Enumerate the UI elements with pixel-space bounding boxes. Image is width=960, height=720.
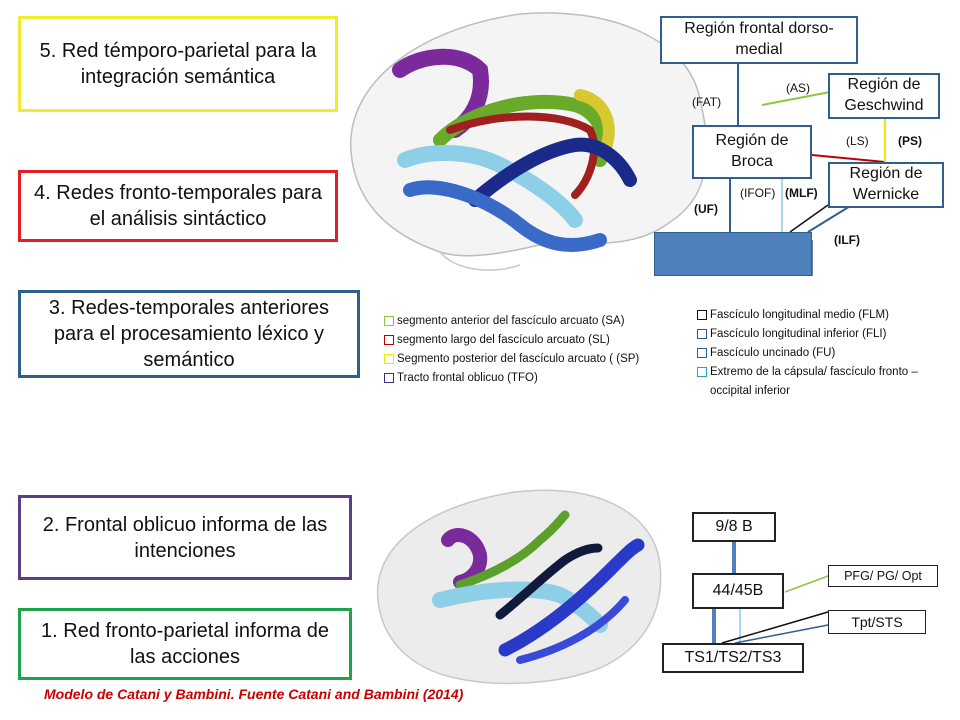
monkey-tract-blue [498,538,645,657]
legend-longitudinal: Fascículo longitudinal medio (FLM) Fascí… [697,306,949,401]
region-wernicke-label: Región de Wernicke [849,165,923,203]
monkey-tract-navy [495,543,603,620]
region-dorsomedial: Región frontal dorso-medial [660,16,858,64]
network-1-label: 1. Red fronto-parietal informa de las ac… [41,620,329,668]
network-4-box: 4. Redes fronto-temporales para el análi… [18,170,338,242]
monkey-box-98b: 9/8 B [692,512,776,542]
region-broca-label: Región de Broca [715,132,789,170]
label-as: (AS) [786,81,810,95]
network-3-box: 3. Redes-temporales anteriores para el p… [18,290,360,378]
network-1-box: 1. Red fronto-parietal informa de las ac… [18,608,352,680]
temporal-block [654,232,812,276]
legend-item: segmento largo del fascículo arcuato (SL… [384,331,694,350]
region-geschwind-label: Región de Geschwind [844,76,924,114]
monkey-4445b-label: 44/45B [712,581,764,599]
monkey-box-4445b: 44/45B [692,573,784,609]
monkey-pfg-label: PFG/ PG/ Opt [844,568,922,583]
monkey-box-ts: TS1/TS2/TS3 [662,643,804,673]
tract-lightblue [397,145,583,228]
legend-item: segmento anterior del fascículo arcuato … [384,312,694,331]
legend-arcuate: segmento anterior del fascículo arcuato … [384,312,694,388]
legend-text: segmento largo del fascículo arcuato (SL… [397,334,610,346]
label-fat: (FAT) [692,95,722,109]
network-2-box: 2. Frontal oblicuo informa de las intenc… [18,495,352,580]
human-connectors [729,64,886,276]
legend-text: segmento anterior del fascículo arcuato … [397,315,625,327]
region-dorsomedial-label: Región frontal dorso-medial [684,20,834,58]
tract-yellow [574,89,615,156]
legend-item: Extremo de la cápsula/ fascículo fronto … [697,363,949,401]
legend-swatch [384,373,394,383]
region-geschwind: Región de Geschwind [828,73,940,119]
legend-swatch [384,354,394,364]
legend-item: Fascículo uncinado (FU) [697,344,949,363]
network-5-label: 5. Red témporo-parietal para la integrac… [39,40,317,88]
region-broca: Región de Broca [692,125,812,179]
monkey-tract-lightblue [432,581,608,633]
monkey-box-pfg: PFG/ PG/ Opt [828,565,938,587]
monkey-box-tpt: Tpt/STS [828,610,926,634]
monkey-tract-green [455,510,570,590]
human-brain-illustration [349,12,708,271]
monkey-98b-label: 9/8 B [715,517,753,535]
label-mlf: (MLF) [785,186,818,200]
network-2-label: 2. Frontal oblicuo informa de las intenc… [42,513,328,562]
legend-item: Segmento posterior del fascículo arcuato… [384,350,694,369]
label-ps: (PS) [898,134,922,148]
region-wernicke: Región de Wernicke [828,162,944,208]
monkey-connectors [712,540,829,644]
legend-swatch [697,310,707,320]
tract-blue [403,180,607,252]
legend-item: Fascículo longitudinal medio (FLM) [697,306,949,325]
legend-item: Tracto frontal oblicuo (TFO) [384,369,694,388]
legend-swatch [697,367,707,377]
legend-swatch [697,329,707,339]
tract-navy [468,137,637,207]
legend-text: Fascículo longitudinal medio (FLM) [710,309,889,321]
legend-swatch [697,348,707,358]
legend-item: Fascículo longitudinal inferior (FLI) [697,325,949,344]
monkey-ts-label: TS1/TS2/TS3 [684,648,782,666]
network-4-label: 4. Redes fronto-temporales para el análi… [34,182,322,230]
legend-text: Segmento posterior del fascículo arcuato… [397,353,640,365]
monkey-tpt-label: Tpt/STS [851,613,903,630]
legend-text: Fascículo uncinado (FU) [710,347,836,359]
label-uf: (UF) [694,202,718,216]
network-5-box: 5. Red témporo-parietal para la integrac… [18,16,338,112]
figure-caption: Modelo de Catani y Bambini. Fuente Catan… [44,686,464,702]
label-ls: (LS) [846,134,869,148]
legend-text: Fascículo longitudinal inferior (FLI) [710,328,887,340]
legend-text: Tracto frontal oblicuo (TFO) [397,372,538,384]
legend-swatch [384,316,394,326]
legend-swatch [384,335,394,345]
label-ilf: (ILF) [834,233,860,247]
legend-text: Extremo de la cápsula/ fascículo fronto … [710,366,918,397]
tract-red [446,112,598,199]
monkey-brain-illustration [376,489,662,685]
network-3-label: 3. Redes-temporales anteriores para el p… [48,297,330,371]
label-ifof: (IFOF) [740,186,776,200]
